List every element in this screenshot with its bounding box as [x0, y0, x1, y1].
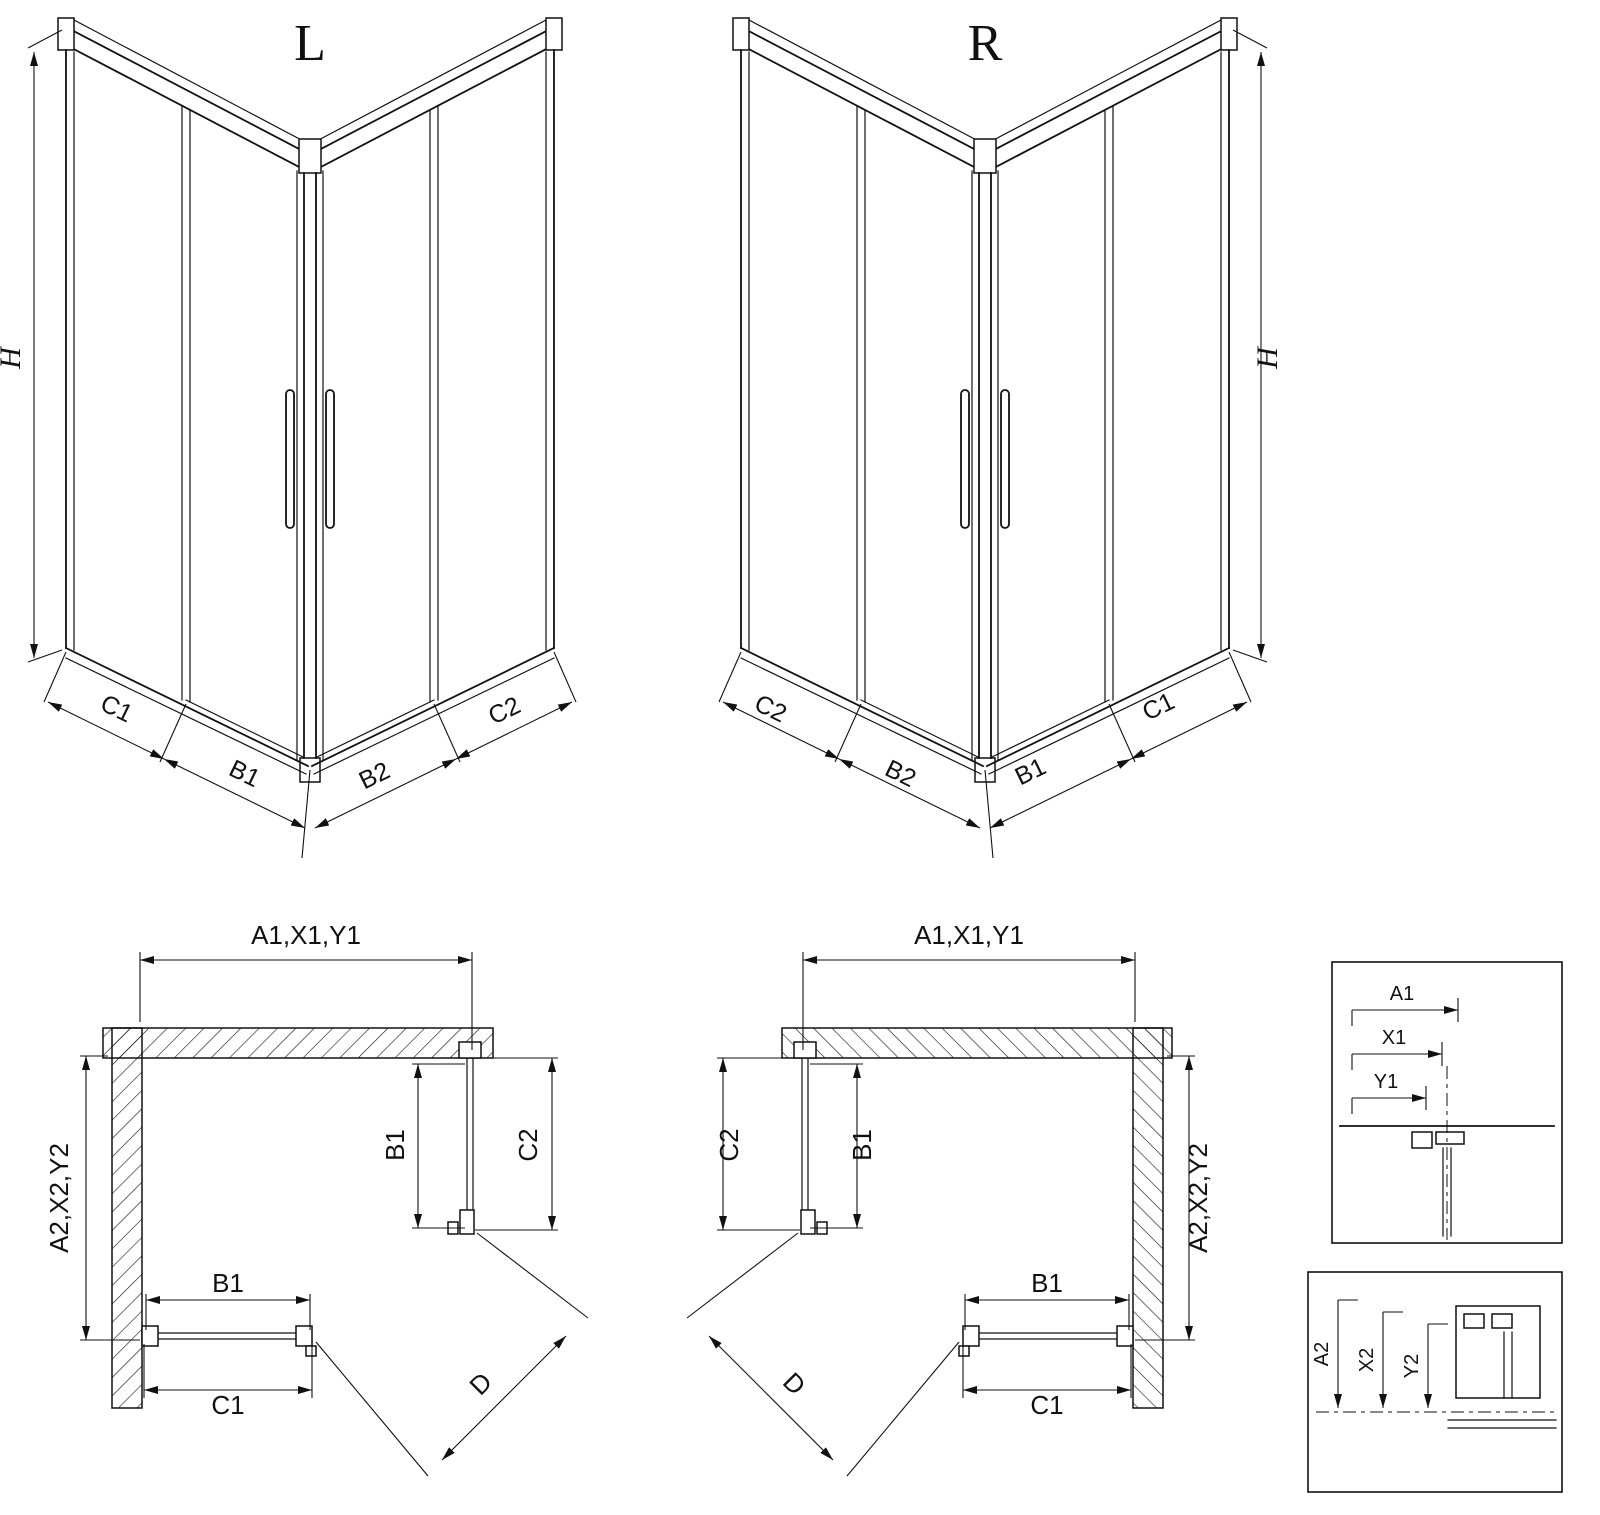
- dim-label-y1: Y1: [1374, 1071, 1398, 1093]
- dim-label-c2: C2: [750, 689, 791, 728]
- plan-structure: [687, 952, 1195, 1476]
- dim-label-top: A1,X1,Y1: [914, 920, 1024, 950]
- dim-label-bottom-b1: B1: [212, 1268, 244, 1298]
- dim-label-d: D: [463, 1366, 497, 1400]
- dim-label-b2: B2: [881, 755, 921, 794]
- dim-label-y2: Y2: [1401, 1354, 1423, 1378]
- dim-label-h: H: [0, 345, 27, 370]
- view-label: R: [968, 15, 1003, 72]
- dim-label-b1: B1: [1011, 753, 1051, 792]
- dim-label-b1: B1: [225, 755, 265, 794]
- plan-structure: [80, 952, 588, 1476]
- dim-label-x2: X2: [1356, 1348, 1378, 1372]
- view-label: L: [294, 15, 326, 72]
- dim-label-c2: C2: [484, 691, 525, 730]
- dim-label-top: A1,X1,Y1: [251, 920, 361, 950]
- plan-view-left: A1,X1,Y1 A2,X2,Y2 B1 C2 B1 C1 D: [44, 920, 588, 1476]
- detail-view-bottom: A2 X2 Y2: [1307, 1271, 1563, 1493]
- plan-view-right: A1,X1,Y1 A2,X2,Y2 B1 C2 B1 C1 D: [687, 920, 1213, 1476]
- dim-label-side: A2,X2,Y2: [1183, 1143, 1213, 1253]
- detail-frame: [1307, 1271, 1563, 1493]
- dim-label-d: D: [777, 1366, 811, 1400]
- dim-label-door-b1: B1: [380, 1129, 410, 1161]
- cabin-structure: [719, 18, 1267, 858]
- dim-label-c1: C1: [1138, 687, 1179, 726]
- detail-view-top: A1 X1 Y1: [1331, 961, 1563, 1244]
- cabin-structure: [28, 18, 576, 858]
- dim-label-a1: A1: [1390, 983, 1414, 1005]
- iso-view-right: R H C2 B2 B1 C1: [719, 15, 1284, 858]
- dim-label-h: H: [1251, 345, 1284, 370]
- dim-label-c1: C1: [211, 1390, 244, 1420]
- dim-label-x1: X1: [1382, 1027, 1406, 1049]
- dim-label-door-b1: B1: [847, 1129, 877, 1161]
- dim-label-bottom-b1: B1: [1031, 1268, 1063, 1298]
- dim-label-a2: A2: [1311, 1342, 1333, 1366]
- dim-label-c1: C1: [1030, 1390, 1063, 1420]
- detail-frame: [1331, 961, 1563, 1244]
- dim-label-b2: B2: [355, 757, 395, 796]
- iso-view-left: L H C1 B1 B2 C2: [0, 15, 576, 858]
- dim-label-side: A2,X2,Y2: [44, 1143, 74, 1253]
- dim-label-c1: C1: [96, 689, 137, 728]
- dim-label-c2: C2: [714, 1128, 744, 1161]
- dim-label-c2: C2: [513, 1128, 543, 1161]
